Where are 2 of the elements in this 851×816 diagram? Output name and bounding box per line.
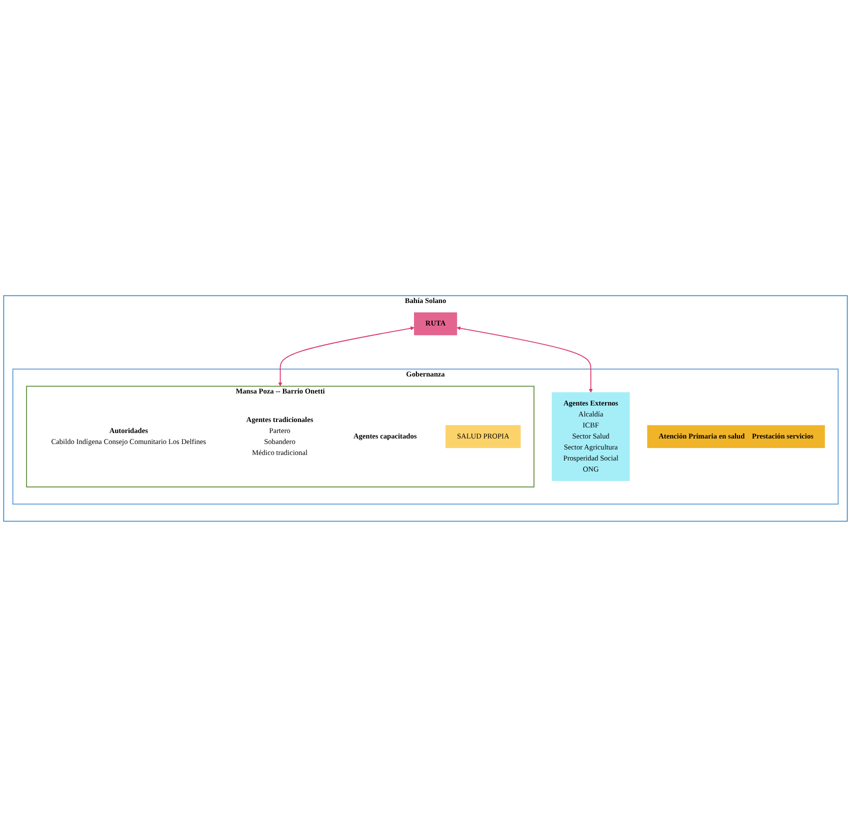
arrow — [278, 326, 414, 386]
arrow — [456, 326, 593, 392]
